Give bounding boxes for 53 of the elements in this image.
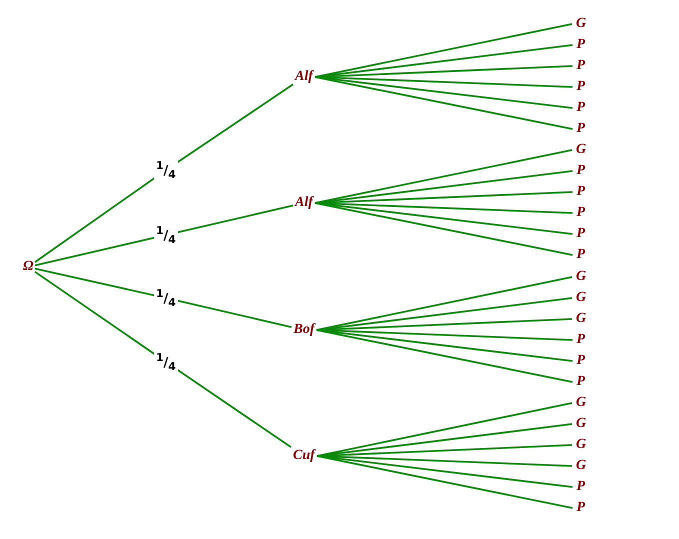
outcome-label: G <box>575 311 588 327</box>
tree-branch <box>314 23 572 78</box>
tree-branch <box>316 297 572 331</box>
outcome-label: P <box>576 79 586 95</box>
outcome-label: G <box>575 290 588 306</box>
tree-branch <box>314 202 573 256</box>
outcome-label: P <box>576 205 586 221</box>
outcome-label: G <box>575 416 588 432</box>
outcome-label: P <box>576 163 586 179</box>
outcome-label: G <box>575 142 588 158</box>
outcome-label: Bof <box>292 322 316 338</box>
outcome-label: P <box>576 374 586 390</box>
tree-branch <box>316 276 572 331</box>
outcome-label: P <box>576 37 586 53</box>
tree-branch <box>316 455 573 509</box>
tree-branch <box>316 329 573 383</box>
outcome-label: P <box>576 479 586 495</box>
outcome-label: G <box>575 458 588 474</box>
outcome-label: Cuf <box>292 448 316 464</box>
outcome-label: Alf <box>294 69 314 85</box>
tree-branch <box>314 76 573 130</box>
tree-branch <box>316 329 573 341</box>
tree-branch <box>34 84 294 263</box>
tree-branch <box>314 202 573 235</box>
outcome-label: P <box>576 247 586 263</box>
tree-branch <box>316 423 572 457</box>
tree-branch <box>314 149 572 204</box>
outcome-label: G <box>575 395 588 411</box>
outcome-label: P <box>576 332 586 348</box>
tree-branch <box>34 268 292 328</box>
tree-branch <box>316 402 572 457</box>
tree-branch <box>316 329 573 362</box>
tree-branch <box>34 204 294 266</box>
outcome-label: Ω <box>22 259 34 275</box>
outcome-label: P <box>576 500 586 516</box>
tree-branch <box>316 455 573 488</box>
outcome-label: P <box>576 58 586 74</box>
outcome-label: P <box>576 353 586 369</box>
outcome-label: P <box>576 100 586 116</box>
outcome-label: P <box>576 121 586 137</box>
tree-branch <box>314 76 573 109</box>
outcome-label: P <box>576 184 586 200</box>
outcome-label: P <box>576 226 586 242</box>
tree-branch <box>314 44 573 78</box>
outcome-label: G <box>575 269 588 285</box>
tree-branch <box>316 455 572 467</box>
tree-branch <box>314 170 573 204</box>
tree-branch <box>314 76 573 88</box>
outcome-label: Alf <box>294 195 314 211</box>
outcome-label: G <box>575 16 588 32</box>
outcome-label: G <box>575 437 588 453</box>
tree-branch <box>314 202 573 214</box>
tree-branch <box>34 271 292 448</box>
